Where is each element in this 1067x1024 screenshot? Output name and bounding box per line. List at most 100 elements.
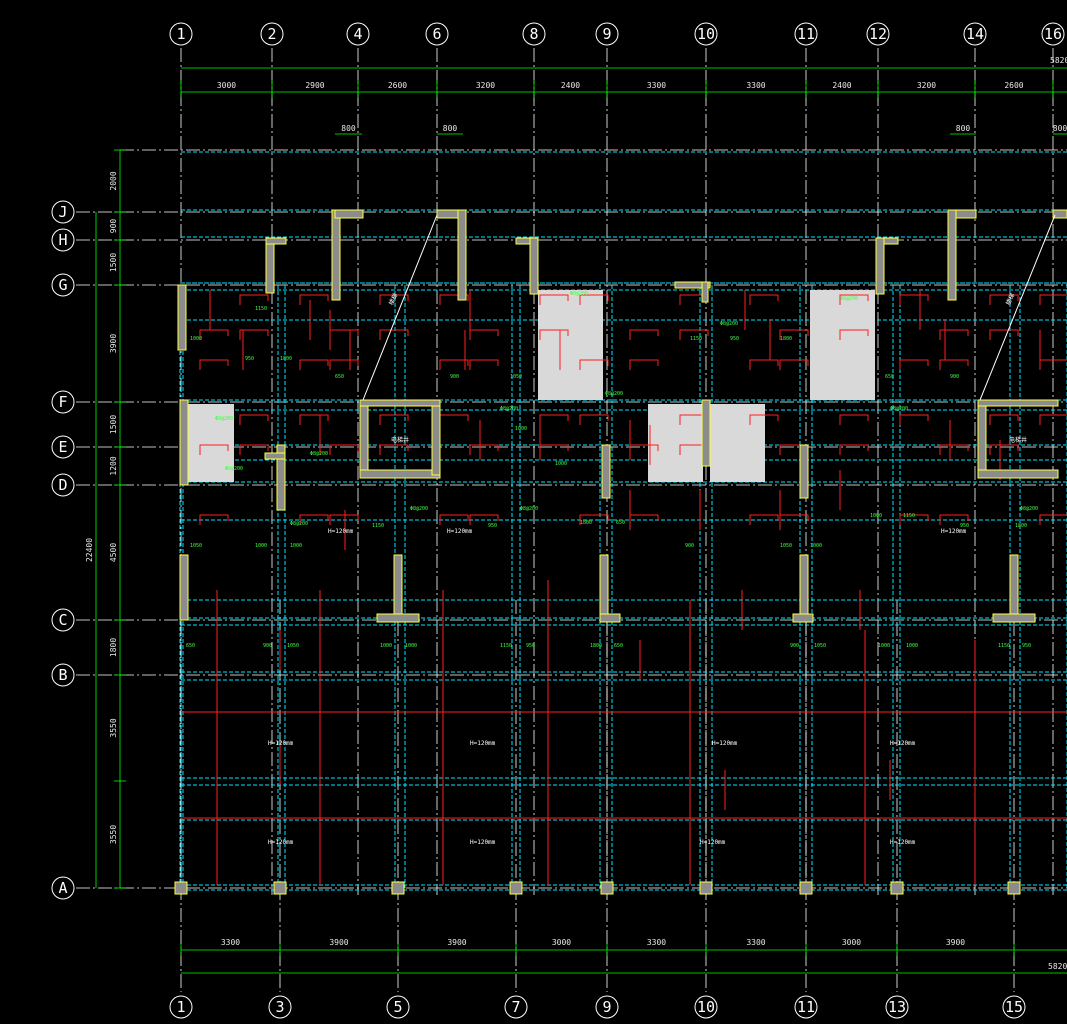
rebar-bracket bbox=[629, 359, 659, 370]
rebar-bracket bbox=[469, 444, 499, 455]
axis-label: 6 bbox=[432, 25, 441, 43]
rebar-note: Φ8@200 bbox=[500, 406, 518, 412]
bar-length: 1000 bbox=[190, 336, 202, 342]
dim-text-top: 3200 bbox=[917, 81, 936, 90]
axis-label: 12 bbox=[869, 25, 887, 43]
bubble-circle bbox=[866, 22, 890, 46]
shear-wall bbox=[334, 209, 364, 219]
balcony-dim-text: 800 bbox=[1053, 124, 1067, 133]
stair-label: 楼梯 bbox=[387, 292, 399, 306]
bubble-circle bbox=[51, 608, 75, 632]
shear-wall bbox=[264, 452, 286, 460]
shear-wall bbox=[529, 237, 539, 295]
rebar-bracket bbox=[779, 329, 809, 340]
dim-text-top: 2600 bbox=[1004, 81, 1023, 90]
bar-length: 950 bbox=[488, 523, 497, 529]
rebar-bracket bbox=[379, 294, 409, 305]
shear-walls bbox=[174, 209, 1067, 895]
bar-length: 950 bbox=[526, 643, 535, 649]
bar-length: 1000 bbox=[870, 513, 882, 519]
bar-length: 1150 bbox=[255, 306, 267, 312]
axis-label: 1 bbox=[176, 998, 185, 1016]
axis-bubble-top: 2 bbox=[260, 22, 284, 46]
axis-label: F bbox=[58, 393, 67, 411]
shear-wall bbox=[359, 469, 441, 479]
shear-wall bbox=[992, 613, 1036, 623]
slab-thickness-label: H=120mm bbox=[268, 839, 294, 846]
bar-length: 900 bbox=[790, 643, 799, 649]
slab-thickness-label: H=120mm bbox=[890, 740, 916, 747]
axis-label: 15 bbox=[1005, 998, 1023, 1016]
bar-length: 650 bbox=[186, 643, 195, 649]
axis-bubble-bottom: 13 bbox=[885, 995, 909, 1019]
shear-wall bbox=[799, 554, 809, 618]
rebar-bracket bbox=[239, 414, 269, 425]
bubble-circle bbox=[425, 22, 449, 46]
dim-text-left: 900 bbox=[109, 219, 118, 234]
dim-text-left: 3900 bbox=[109, 334, 118, 353]
column bbox=[391, 881, 405, 895]
dim-text-top: 2400 bbox=[561, 81, 580, 90]
bar-length: 650 bbox=[616, 520, 625, 526]
bubble-circle bbox=[51, 473, 75, 497]
axis-label: 10 bbox=[697, 998, 715, 1016]
shear-wall bbox=[376, 613, 420, 623]
rebar-bracket bbox=[749, 359, 779, 370]
axis-bubble-top: 6 bbox=[425, 22, 449, 46]
rebar-note: Φ8@200 bbox=[605, 391, 623, 397]
axis-label: 11 bbox=[797, 998, 815, 1016]
rebar-bracket bbox=[329, 514, 359, 525]
axis-label: 4 bbox=[353, 25, 362, 43]
rebar-note: Φ8@200 bbox=[225, 466, 243, 472]
rebar-bracket bbox=[579, 294, 609, 305]
stair-diagonal bbox=[979, 214, 1056, 401]
bubble-circle bbox=[694, 22, 718, 46]
bubble-circle bbox=[346, 22, 370, 46]
axis-label: D bbox=[58, 476, 67, 494]
axis-label: 16 bbox=[1044, 25, 1062, 43]
slab-thickness-label: H=120mm bbox=[470, 839, 496, 846]
bubble-circle bbox=[794, 995, 818, 1019]
bar-length: 900 bbox=[263, 643, 272, 649]
bar-length: 1150 bbox=[500, 643, 512, 649]
column bbox=[699, 881, 713, 895]
rebar-note: Φ8@200 bbox=[290, 521, 308, 527]
column bbox=[273, 881, 287, 895]
slab-opening bbox=[187, 404, 234, 482]
bubble-circle bbox=[386, 995, 410, 1019]
bar-length: 650 bbox=[885, 374, 894, 380]
axis-bubble-bottom: 5 bbox=[386, 995, 410, 1019]
bar-length: 1150 bbox=[690, 336, 702, 342]
shear-wall bbox=[265, 237, 287, 245]
dim-text-bottom: 3300 bbox=[647, 938, 666, 947]
bubble-circle bbox=[1041, 22, 1065, 46]
rebar-bracket bbox=[1039, 414, 1067, 425]
shear-wall bbox=[599, 554, 609, 618]
bubble-circle bbox=[51, 228, 75, 252]
dim-text-left: 3550 bbox=[109, 718, 118, 737]
balcony-dim-text: 800 bbox=[443, 124, 458, 133]
bubble-circle bbox=[963, 22, 987, 46]
shear-wall bbox=[179, 399, 189, 486]
axis-bubble-row: F bbox=[51, 390, 75, 414]
rebar-bracket bbox=[939, 359, 969, 370]
bar-length: 900 bbox=[450, 374, 459, 380]
shear-wall bbox=[599, 613, 621, 623]
rebar-bracket bbox=[439, 514, 469, 525]
rebar-bracket bbox=[939, 444, 969, 455]
rebar-bracket bbox=[539, 414, 569, 425]
rebar-note: Φ8@200 bbox=[1020, 506, 1038, 512]
dim-text-left: 1200 bbox=[109, 456, 118, 475]
bar-length: 1000 bbox=[906, 643, 918, 649]
axis-bubble-row: C bbox=[51, 608, 75, 632]
bubble-circle bbox=[51, 663, 75, 687]
bar-length: 1000 bbox=[515, 426, 527, 432]
dim-text-top: 3200 bbox=[476, 81, 495, 90]
stair-label: 楼梯 bbox=[1004, 292, 1016, 306]
dim-text-left: 3550 bbox=[109, 825, 118, 844]
shear-wall bbox=[457, 209, 467, 301]
axis-label: 7 bbox=[511, 998, 520, 1016]
rebar-bracket bbox=[579, 359, 609, 370]
